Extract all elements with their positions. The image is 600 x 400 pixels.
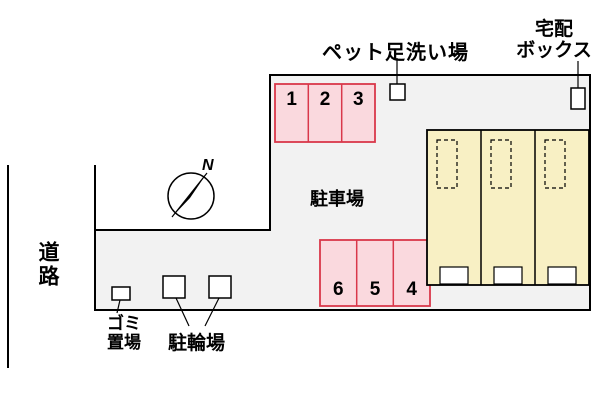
garbage-pointer-line [116,299,121,314]
road-label: 道路 [36,241,59,289]
compass-needle-fill [172,173,207,217]
bicycle-rack-box [208,275,232,299]
unit-entrance [439,266,469,285]
delivery-box-label-line2: ボックス [516,39,592,61]
parking-space-number: 4 [406,279,417,300]
compass-circle [167,172,215,220]
parking-space-number: 5 [369,279,381,300]
garbage-label-line1: ゴミ [107,314,141,333]
north-label: N [202,157,214,174]
bicycle-pointer-line [175,297,190,327]
parking-space-number: 6 [333,279,344,300]
parking-space-number: 2 [319,89,331,110]
pet-wash-label: ペット足洗い場 [322,42,469,64]
pet-wash-box [389,83,406,101]
unit-entrance [547,266,577,285]
unit-dashed-area [490,139,512,189]
parking-area-label: 駐車場 [310,189,364,209]
delivery-box [570,87,586,110]
parking-numbers-bottom: 6 5 4 [320,240,430,306]
garbage-label-line2: 置場 [107,333,141,353]
parking-row-bottom [319,239,431,307]
bicycle-rack-box [162,275,186,299]
parking-space-number: 3 [353,89,364,110]
garbage-box [111,286,131,301]
unit-dashed-area [436,139,458,189]
unit-dashed-area [544,139,566,189]
bicycle-parking-label: 駐輪場 [168,333,226,354]
building-outline [426,129,590,286]
delivery-box-label: 宅配 ボックス [510,19,598,61]
garbage-label: ゴミ 置場 [107,314,141,352]
building [426,129,590,286]
parking-row-top-rect [274,83,376,143]
parking-space-number: 1 [286,89,297,110]
parking-numbers-top: 1 2 3 [275,84,375,142]
north-arrow-compass [167,172,215,220]
delivery-box-label-line1: 宅配 [534,19,573,40]
unit-entrance [493,266,523,285]
bicycle-pointer-line [204,297,220,327]
parking-row-top [274,83,376,143]
parking-row-bottom-rect [319,239,431,307]
